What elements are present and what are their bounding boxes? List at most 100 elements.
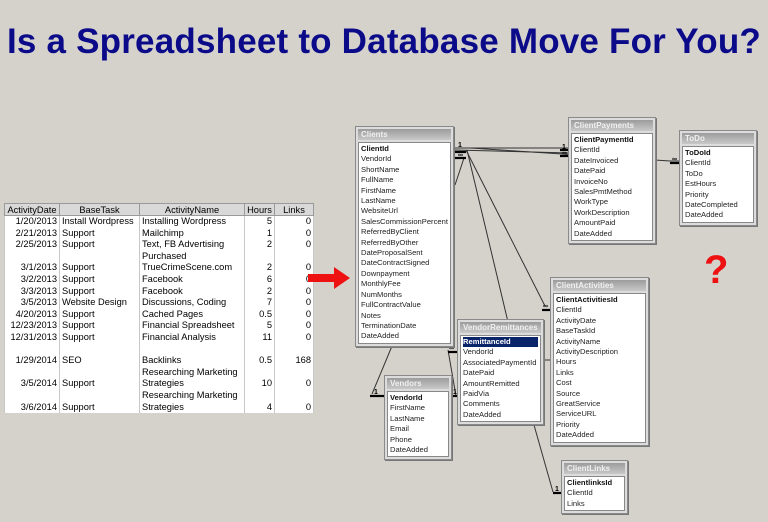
table-title[interactable]: Clients (358, 129, 451, 140)
field[interactable]: DateAdded (390, 445, 428, 455)
field[interactable]: ActivityDescription (556, 347, 619, 357)
primary-key-field[interactable]: VendorId (390, 393, 423, 402)
field[interactable]: ServiceURL (556, 409, 597, 419)
field[interactable]: InvoiceNo (574, 176, 608, 186)
field[interactable]: Cost (556, 378, 572, 388)
field[interactable]: GreatService (556, 399, 601, 409)
field[interactable]: ClientId (574, 145, 600, 155)
field[interactable]: DateInvoiced (574, 155, 619, 165)
field[interactable]: FirstName (390, 403, 426, 413)
field[interactable]: LastName (361, 196, 396, 206)
table-cell: 0 (274, 331, 314, 344)
table-title[interactable]: ClientPayments (571, 120, 653, 131)
table-cell: 0 (274, 297, 314, 309)
table-row: 3/2/2013SupportFacebook60 (4, 273, 314, 286)
field[interactable]: Priority (685, 189, 709, 199)
field[interactable]: DateProposalSent (361, 248, 423, 258)
column-header: Links (274, 203, 314, 216)
field[interactable]: DateAdded (463, 409, 501, 419)
primary-key-field[interactable]: ClientId (361, 144, 389, 153)
field[interactable]: DateCompleted (685, 200, 738, 210)
field[interactable]: Email (390, 424, 409, 434)
field[interactable]: ClientId (567, 488, 593, 498)
primary-key-field[interactable]: ToDoId (685, 148, 711, 157)
field[interactable]: VendorId (361, 154, 392, 164)
table-title[interactable]: ToDo (682, 133, 754, 144)
field[interactable]: Notes (361, 310, 381, 320)
field[interactable]: DateContractSigned (361, 258, 430, 268)
field[interactable]: Priority (556, 419, 580, 429)
field[interactable]: ActivityDate (556, 315, 597, 325)
field[interactable]: ClientId (685, 158, 711, 168)
table-cell: 0 (274, 239, 314, 251)
field[interactable]: FullContractValue (361, 300, 421, 310)
field[interactable]: Links (556, 367, 574, 377)
table-title[interactable]: ClientActivities (553, 280, 646, 291)
table-title[interactable]: VendorRemittances (460, 322, 541, 333)
table-cell: 0 (274, 285, 314, 298)
field[interactable]: DateAdded (574, 228, 612, 238)
field[interactable]: ShortName (361, 164, 400, 174)
field[interactable]: WebsiteUrl (361, 206, 398, 216)
table-title[interactable]: ClientLinks (564, 463, 625, 474)
field[interactable]: Phone (390, 434, 412, 444)
field[interactable]: SalesCommissionPercent (361, 216, 448, 226)
field[interactable]: NumMonths (361, 289, 402, 299)
field[interactable]: AmountPaid (574, 218, 616, 228)
field[interactable]: Downpayment (361, 268, 410, 278)
field[interactable]: BaseTaskId (556, 326, 596, 336)
field[interactable]: SalesPmtMethod (574, 187, 632, 197)
field[interactable]: EstHours (685, 179, 717, 189)
primary-key-field[interactable]: ClientActivitiesId (556, 295, 618, 304)
field[interactable]: FullName (361, 175, 394, 185)
field[interactable]: Hours (556, 357, 577, 367)
field[interactable]: ReferredByOther (361, 237, 419, 247)
field[interactable]: Links (567, 498, 585, 508)
primary-key-field[interactable]: RemittanceId (463, 337, 538, 348)
field[interactable]: PaidVia (463, 389, 490, 399)
field[interactable]: FirstName (361, 185, 397, 195)
primary-key-field[interactable]: ClientlinksId (567, 478, 613, 487)
field[interactable]: DatePaid (574, 166, 606, 176)
field[interactable]: WorkType (574, 197, 609, 207)
column-header: ActivityDate (4, 203, 60, 216)
primary-key-field[interactable]: ClientPaymentId (574, 135, 634, 144)
field[interactable]: LastName (390, 413, 425, 423)
field[interactable]: Source (556, 388, 581, 398)
field[interactable]: ReferredByClient (361, 227, 419, 237)
field[interactable]: DatePaid (463, 368, 495, 378)
field[interactable]: ToDo (685, 168, 703, 178)
field[interactable]: DateAdded (556, 430, 594, 440)
table-title[interactable]: Vendors (387, 378, 449, 389)
field[interactable]: AmountRemitted (463, 378, 520, 388)
field[interactable]: ClientId (556, 305, 582, 315)
field[interactable]: TerminationDate (361, 320, 417, 330)
field[interactable]: AssociatedPaymentId (463, 357, 537, 367)
rel-many-label: ∞ (543, 303, 548, 310)
column-header: BaseTask (59, 203, 140, 216)
field[interactable]: WorkDescription (574, 207, 630, 217)
field[interactable]: MonthlyFee (361, 279, 401, 289)
field[interactable]: ActivityName (556, 336, 601, 346)
question-mark-icon: ? (704, 248, 729, 292)
field[interactable]: DateAdded (685, 210, 723, 220)
field[interactable]: Comments (463, 399, 500, 409)
field[interactable]: VendorId (463, 347, 494, 357)
field[interactable]: DateAdded (361, 331, 399, 341)
rel-one-label: 1 (458, 142, 462, 149)
